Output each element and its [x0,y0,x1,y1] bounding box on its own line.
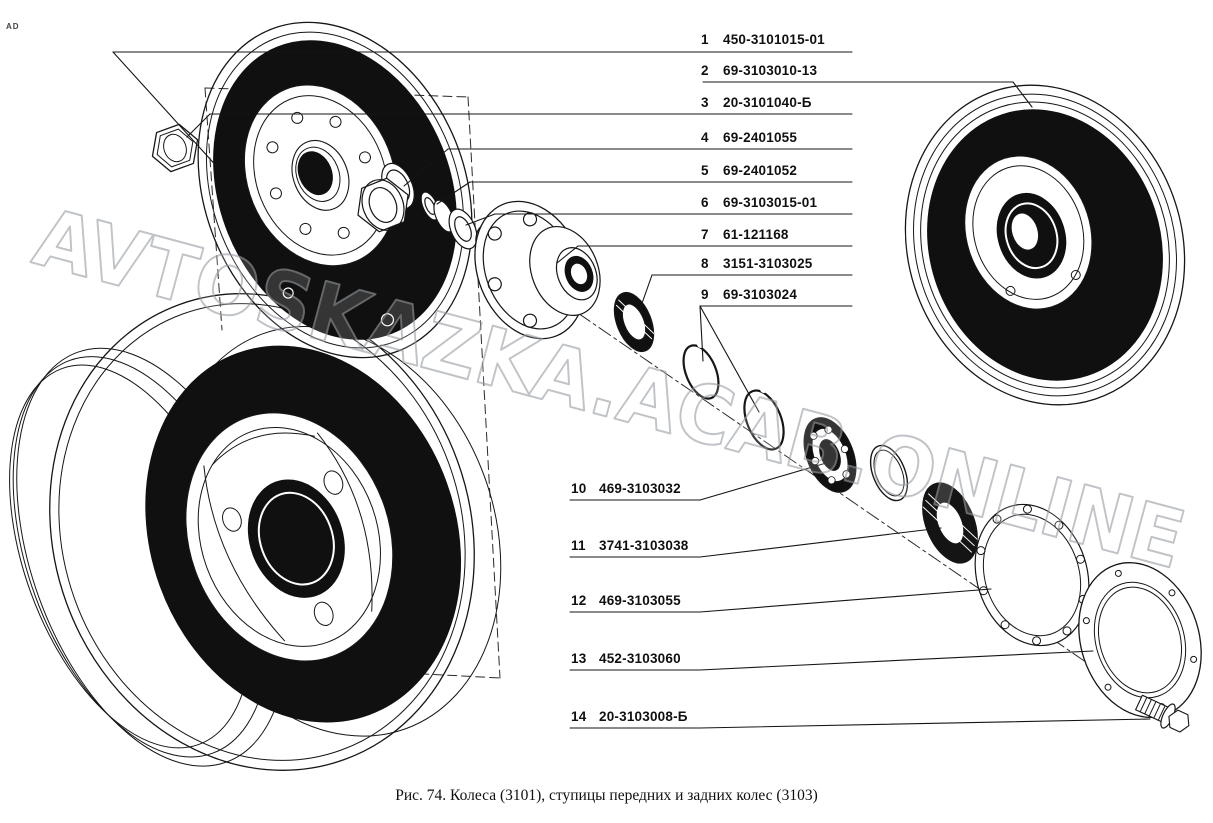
callout-row-10: 10 469-3103032 [571,481,681,496]
callout-part-number: 69-2401055 [723,130,798,145]
callout-part-number: 469-3103032 [599,481,681,496]
corner-mark: AD [6,22,20,31]
callout-part-number: 20-3101040-Б [723,95,812,110]
callout-number: 1 [701,32,709,47]
callout-number: 12 [571,593,587,608]
callout-part-number: 450-3101015-01 [723,32,825,47]
callout-number: 2 [701,63,709,78]
callout-number: 5 [701,163,709,178]
part-13-cover-drawing [1078,562,1202,718]
part-1-disc-wheel-drawing [9,293,502,771]
callout-part-number: 452-3103060 [599,651,681,666]
callout-number: 7 [701,227,709,242]
figure-caption: Рис. 74. Колеса (3101), ступицы передних… [395,787,818,804]
part-6-bearing-drawing [448,208,478,250]
hub-assembly-drawing [357,162,1202,733]
callout-row-6: 6 69-3103015-01 [701,195,817,210]
leader-lines [112,51,1151,729]
callout-part-number: 3741-3103038 [599,538,689,553]
part-8-seal-drawing [613,291,655,353]
part-7-hub-drawing [474,200,601,340]
part-14-bolt-drawing [1135,694,1190,733]
front-wheel-drawing [197,21,473,359]
callout-row-12: 12 469-3103055 [571,593,681,608]
callout-row-11: 11 3741-3103038 [571,538,688,553]
callout-row-9: 9 69-3103024 [701,287,797,302]
callout-part-number: 469-3103055 [599,593,681,608]
retainer-ring-drawing [869,444,909,502]
callout-number: 14 [571,709,587,724]
callout-number: 4 [701,130,709,145]
callout-number: 9 [701,287,709,302]
part-9-circlips-drawing [682,340,785,451]
callout-row-13: 13 452-3103060 [571,651,681,666]
callout-part-number: 69-3103010-13 [723,63,818,78]
callout-row-1: 1 450-3101015-01 [701,32,825,47]
callout-part-number: 3151-3103025 [723,256,813,271]
callout-number: 10 [571,481,587,496]
callout-part-number: 61-121168 [723,227,789,242]
callout-part-number: 20-3103008-Б [599,709,688,724]
callout-number: 3 [701,95,709,110]
callout-row-7: 7 61-121168 [701,227,789,242]
callout-number: 11 [571,538,586,553]
callout-row-2: 2 69-3103010-13 [701,63,817,78]
callout-row-14: 14 20-3103008-Б [571,709,688,724]
callout-number: 13 [571,651,587,666]
drive-flange-drawing [357,177,409,233]
rear-wheel-drawing [904,84,1186,406]
callout-number: 8 [701,256,709,271]
part-11-seal-drawing [922,482,978,564]
callout-part-number: 69-3103015-01 [723,195,818,210]
callout-number: 6 [701,195,709,210]
callout-part-number: 69-3103024 [723,287,798,302]
callout-row-4: 4 69-2401055 [701,130,797,145]
callout-row-8: 8 3151-3103025 [701,256,812,271]
part-10-bearing-drawing [803,417,857,493]
callout-part-number: 69-2401052 [723,163,798,178]
callout-row-3: 3 20-3101040-Б [701,95,812,110]
callout-row-5: 5 69-2401052 [701,163,797,178]
